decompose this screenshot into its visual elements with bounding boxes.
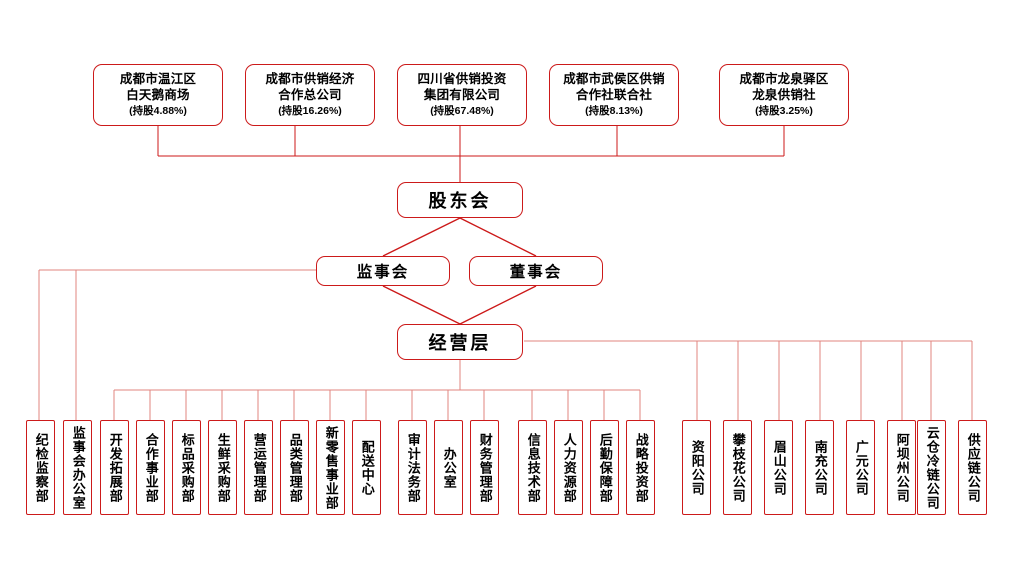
unit-discipline-inspection[interactable]: 纪检监察部 bbox=[26, 420, 55, 515]
dept-category-management[interactable]: 品类管理部 bbox=[280, 420, 309, 515]
subsidiary-panzhihua[interactable]: 攀枝花公司 bbox=[723, 420, 752, 515]
subsidiary-nanchong[interactable]: 南充公司 bbox=[805, 420, 834, 515]
node-shareholders-meeting[interactable]: 股东会 bbox=[397, 182, 523, 218]
shareholder-box-3[interactable]: 成都市武侯区供销 合作社联合社 (持股8.13%) bbox=[549, 64, 679, 126]
shareholder-name-line2: 合作总公司 bbox=[278, 87, 342, 102]
dept-distribution-center[interactable]: 配送中心 bbox=[352, 420, 381, 515]
dept-strategic-investment[interactable]: 战略投资部 bbox=[626, 420, 655, 515]
dept-new-retail-business[interactable]: 新零售事业部 bbox=[316, 420, 345, 515]
shareholder-box-4[interactable]: 成都市龙泉驿区 龙泉供销社 (持股3.25%) bbox=[719, 64, 849, 126]
shareholder-name-line1: 成都市龙泉驿区 bbox=[739, 72, 829, 87]
dept-fresh-procurement[interactable]: 生鲜采购部 bbox=[208, 420, 237, 515]
dept-audit-legal[interactable]: 审计法务部 bbox=[398, 420, 427, 515]
dept-information-technology[interactable]: 信息技术部 bbox=[518, 420, 547, 515]
subsidiary-cloud-cold-chain[interactable]: 云仓冷链公司 bbox=[917, 420, 946, 515]
shareholder-name-line1: 成都市供销经济 bbox=[265, 72, 355, 87]
shareholder-name-line2: 合作社联合社 bbox=[575, 87, 653, 102]
node-supervisory-board[interactable]: 监事会 bbox=[316, 256, 450, 286]
shareholder-box-2[interactable]: 四川省供销投资 集团有限公司 (持股67.48%) bbox=[397, 64, 527, 126]
shareholder-stake: (持股8.13%) bbox=[585, 104, 643, 117]
shareholder-name-line2: 龙泉供销社 bbox=[752, 87, 816, 102]
shareholder-name-line1: 成都市武侯区供销 bbox=[563, 72, 665, 87]
shareholder-stake: (持股67.48%) bbox=[430, 104, 494, 117]
node-management[interactable]: 经营层 bbox=[397, 324, 523, 360]
shareholder-stake: (持股16.26%) bbox=[278, 104, 342, 117]
shareholder-stake: (持股3.25%) bbox=[755, 104, 813, 117]
dept-general-office[interactable]: 办公室 bbox=[434, 420, 463, 515]
subsidiary-ziyang[interactable]: 资阳公司 bbox=[682, 420, 711, 515]
subsidiary-supply-chain[interactable]: 供应链公司 bbox=[958, 420, 987, 515]
subsidiary-meishan[interactable]: 眉山公司 bbox=[764, 420, 793, 515]
shareholder-name-line1: 成都市温江区 bbox=[119, 72, 197, 87]
unit-supervisory-office[interactable]: 监事会办公室 bbox=[63, 420, 92, 515]
shareholder-stake: (持股4.88%) bbox=[129, 104, 187, 117]
subsidiary-aba[interactable]: 阿坝州公司 bbox=[887, 420, 916, 515]
dept-finance-management[interactable]: 财务管理部 bbox=[470, 420, 499, 515]
shareholder-name-line2: 集团有限公司 bbox=[423, 87, 501, 102]
shareholder-box-0[interactable]: 成都市温江区 白天鹅商场 (持股4.88%) bbox=[93, 64, 223, 126]
dept-cooperation-business[interactable]: 合作事业部 bbox=[136, 420, 165, 515]
subsidiary-guangyuan[interactable]: 广元公司 bbox=[846, 420, 875, 515]
shareholder-box-1[interactable]: 成都市供销经济 合作总公司 (持股16.26%) bbox=[245, 64, 375, 126]
dept-operations-management[interactable]: 营运管理部 bbox=[244, 420, 273, 515]
dept-logistics-support[interactable]: 后勤保障部 bbox=[590, 420, 619, 515]
shareholder-name-line2: 白天鹅商场 bbox=[126, 87, 190, 102]
dept-human-resources[interactable]: 人力资源部 bbox=[554, 420, 583, 515]
dept-standard-procurement[interactable]: 标品采购部 bbox=[172, 420, 201, 515]
dept-development-expansion[interactable]: 开发拓展部 bbox=[100, 420, 129, 515]
shareholder-name-line1: 四川省供销投资 bbox=[417, 72, 507, 87]
node-board-of-directors[interactable]: 董事会 bbox=[469, 256, 603, 286]
